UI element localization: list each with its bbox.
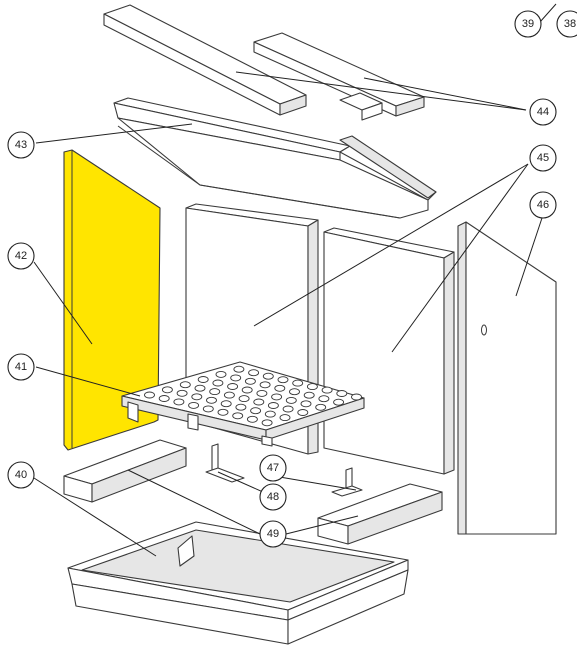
grate-hole xyxy=(306,383,318,391)
grate-hole xyxy=(220,400,232,408)
grate-hole xyxy=(321,386,333,394)
grate-hole xyxy=(158,395,170,402)
grate-hole xyxy=(336,390,348,397)
part-side-bricks xyxy=(185,203,455,475)
grate-hole xyxy=(256,389,268,397)
grate-hole xyxy=(262,372,274,380)
callout-39: 39 xyxy=(514,10,542,38)
grate-hole xyxy=(144,391,155,399)
grate-hole xyxy=(230,374,242,382)
grate-hole xyxy=(215,370,227,378)
grate-hole xyxy=(250,407,262,415)
grate-hole xyxy=(351,393,362,401)
grate-hole xyxy=(333,398,345,406)
grate-hole xyxy=(223,391,235,399)
grate-hole xyxy=(274,384,286,392)
grate-hole xyxy=(232,412,244,420)
grate-hole xyxy=(279,414,291,422)
part-grate xyxy=(121,361,365,447)
grate-hole xyxy=(246,415,258,423)
callout-49-label: 49 xyxy=(267,528,279,540)
grate-hole xyxy=(248,369,260,377)
callout-44-label: 44 xyxy=(537,106,549,118)
grate-hole xyxy=(259,381,271,389)
callout-48: 48 xyxy=(259,483,287,511)
grate-hole xyxy=(297,409,309,416)
grate-hole xyxy=(271,393,283,401)
grate-hole xyxy=(173,398,185,406)
callout-41-label: 41 xyxy=(15,361,27,373)
callout-49: 49 xyxy=(259,520,287,548)
callout-47-label: 47 xyxy=(267,462,279,474)
callout-41: 41 xyxy=(7,353,35,381)
callout-38: 38 xyxy=(556,10,577,38)
part-door xyxy=(457,221,557,535)
grate-hole xyxy=(318,395,330,403)
callout-42-label: 42 xyxy=(15,250,27,262)
callout-38-label: 38 xyxy=(564,18,576,30)
grate-hole xyxy=(206,396,217,404)
callout-47: 47 xyxy=(259,454,287,482)
grate-hole xyxy=(217,408,229,416)
grate-hole xyxy=(176,389,188,397)
grate-hole xyxy=(191,393,203,401)
grate-hole xyxy=(227,383,239,390)
callout-43: 43 xyxy=(7,131,35,159)
grate-hole xyxy=(209,388,221,396)
callout-45: 45 xyxy=(529,144,557,172)
grate-hole xyxy=(315,403,327,411)
grate-hole xyxy=(289,388,300,396)
part-ash-pan xyxy=(67,521,409,645)
grate-hole xyxy=(292,379,304,387)
part-bracket-left xyxy=(205,443,245,483)
grate-hole xyxy=(179,381,191,389)
grate-hole xyxy=(300,400,312,408)
grate-hole xyxy=(161,386,173,394)
grate-hole xyxy=(264,410,276,418)
grate-hole xyxy=(303,391,315,399)
part-side-panel-highlighted xyxy=(63,149,161,451)
grate-hole xyxy=(253,398,265,406)
callout-46: 46 xyxy=(529,191,557,219)
grate-hole xyxy=(235,403,247,411)
callout-46-label: 46 xyxy=(537,199,549,211)
grate-hole xyxy=(238,395,250,403)
part-top-baffle-plates xyxy=(103,4,425,121)
leader-lines xyxy=(33,3,557,557)
callout-40-label: 40 xyxy=(15,469,27,481)
grate-hole xyxy=(285,396,297,404)
grate-hole xyxy=(197,376,209,383)
part-upper-deflector xyxy=(113,97,437,219)
callout-42: 42 xyxy=(7,242,35,270)
part-bracket-right xyxy=(331,467,363,497)
grate-hole xyxy=(241,386,253,394)
grate-hole xyxy=(282,405,294,413)
callout-48-label: 48 xyxy=(267,491,279,503)
callout-40: 40 xyxy=(7,461,35,489)
callout-39-label: 39 xyxy=(522,18,534,30)
callout-45-label: 45 xyxy=(537,152,549,164)
grate-hole xyxy=(261,419,273,427)
callout-43-label: 43 xyxy=(15,139,27,151)
grate-hole xyxy=(212,379,224,387)
callout-44: 44 xyxy=(529,98,557,126)
grate-hole xyxy=(188,401,200,409)
grate-hole xyxy=(277,376,289,384)
grate-hole xyxy=(244,377,256,385)
grate-hole xyxy=(194,384,206,392)
grate-hole xyxy=(267,402,279,409)
grate-hole xyxy=(233,365,245,373)
grate-hole xyxy=(202,405,214,413)
